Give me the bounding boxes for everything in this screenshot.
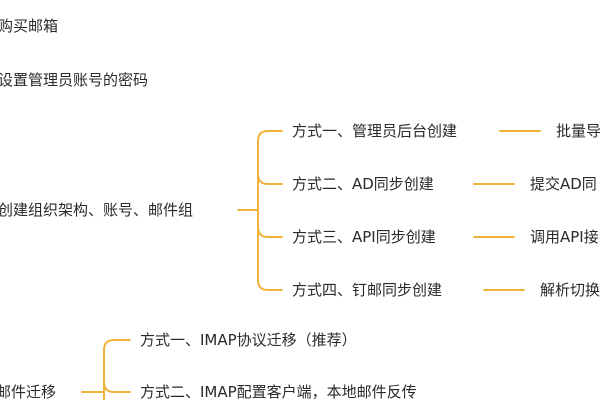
node-buy-mailbox: 购买邮箱 bbox=[0, 17, 59, 35]
node-org-method-1: 方式一、管理员后台创建 bbox=[292, 122, 458, 140]
connector-org-bracket bbox=[257, 130, 269, 291]
node-org-method-4: 方式四、钉邮同步创建 bbox=[292, 281, 443, 299]
node-org-method-2: 方式二、AD同步创建 bbox=[292, 175, 434, 193]
node-org-method-2-detail: 提交AD同 bbox=[530, 175, 597, 193]
node-mail-migration: 邮件迁移 bbox=[0, 383, 57, 400]
node-migration-method-1: 方式一、IMAP协议迁移（推荐） bbox=[140, 331, 357, 349]
node-org-method-4-detail: 解析切换 bbox=[540, 281, 600, 299]
node-set-admin-password: 设置管理员账号的密码 bbox=[0, 71, 149, 89]
node-migration-method-2: 方式二、IMAP配置客户端，本地邮件反传 bbox=[140, 383, 417, 400]
connector-migrate-g2 bbox=[103, 381, 131, 393]
connector-org-m2 bbox=[257, 173, 283, 185]
node-create-org: 创建组织架构、账号、邮件组 bbox=[0, 201, 194, 219]
node-org-method-1-detail: 批量导 bbox=[556, 122, 600, 140]
node-org-method-3: 方式三、API同步创建 bbox=[292, 228, 436, 246]
connector-migrate-bracket bbox=[103, 339, 115, 400]
connector-org-m3 bbox=[257, 226, 283, 238]
node-org-method-3-detail: 调用API接 bbox=[530, 228, 599, 246]
